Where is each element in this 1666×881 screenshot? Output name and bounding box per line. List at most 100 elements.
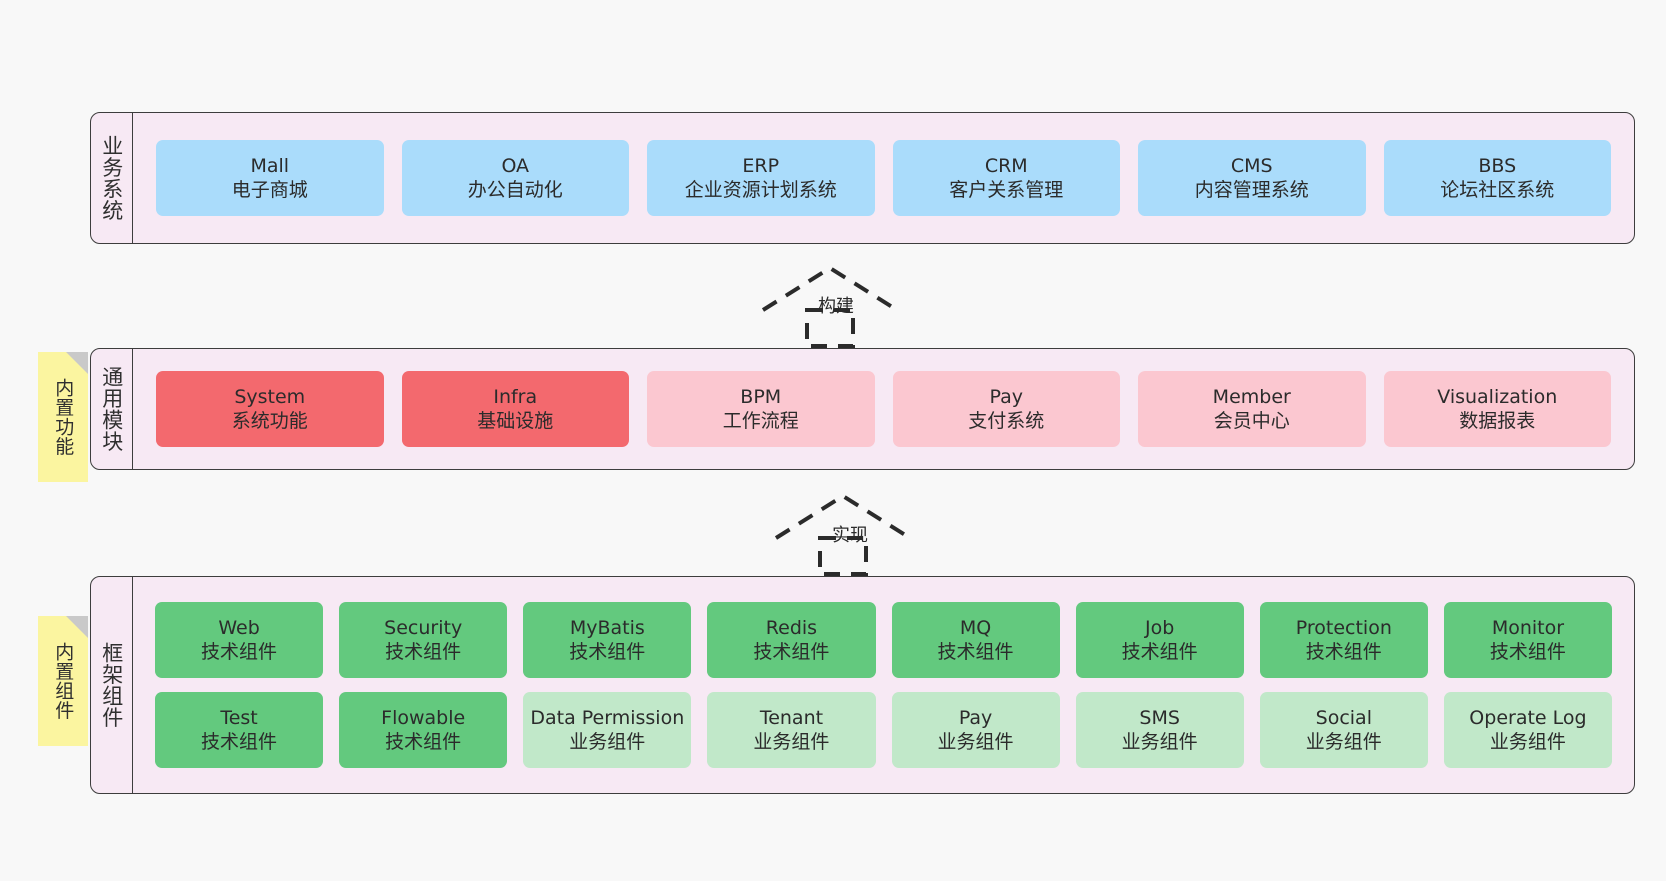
node-mybatis[interactable]: MyBatis 技术组件: [523, 602, 692, 678]
node-subtitle: 技术组件: [201, 641, 278, 663]
node-title: Visualization: [1437, 385, 1558, 408]
node-title: System: [234, 385, 306, 408]
framework-row-technical: Web 技术组件 Security 技术组件 MyBatis 技术组件 Redi…: [147, 602, 1620, 678]
node-infra[interactable]: Infra 基础设施: [401, 371, 629, 447]
layer-common-modules: 通用模块 System 系统功能 Infra 基础设施 BPM 工作流程 Pay…: [90, 348, 1635, 470]
node-title: Redis: [765, 616, 818, 639]
framework-row-business: Test 技术组件 Flowable 技术组件 Data Permission …: [147, 692, 1620, 768]
node-title: ERP: [742, 154, 780, 177]
node-flowable[interactable]: Flowable 技术组件: [339, 692, 508, 768]
node-monitor[interactable]: Monitor 技术组件: [1443, 602, 1612, 678]
node-protection[interactable]: Protection 技术组件: [1259, 602, 1428, 678]
layer-body-business-systems: Mall 电子商城 OA 办公自动化 ERP 企业资源计划系统 CRM 客户关系…: [133, 113, 1634, 243]
node-title: Data Permission: [530, 706, 685, 729]
node-subtitle: 数据报表: [1459, 410, 1536, 432]
node-subtitle: 业务组件: [1489, 731, 1566, 753]
node-mq[interactable]: MQ 技术组件: [891, 602, 1060, 678]
node-title: Test: [220, 706, 258, 729]
node-subtitle: 技术组件: [753, 641, 830, 663]
layer-framework-components: 框架组件 Web 技术组件 Security 技术组件 MyBatis 技术组件…: [90, 576, 1635, 794]
node-subtitle: 支付系统: [968, 410, 1045, 432]
node-redis[interactable]: Redis 技术组件: [707, 602, 876, 678]
node-title: Pay: [989, 385, 1024, 408]
layer-label-common-modules: 通用模块: [91, 349, 133, 469]
node-title: BBS: [1478, 154, 1517, 177]
node-pay-module[interactable]: Pay 支付系统: [892, 371, 1120, 447]
node-title: Protection: [1295, 616, 1392, 639]
node-title: MQ: [959, 616, 992, 639]
node-title: Job: [1145, 616, 1175, 639]
node-erp[interactable]: ERP 企业资源计划系统: [647, 140, 875, 216]
node-title: Pay: [958, 706, 993, 729]
node-title: OA: [501, 154, 530, 177]
node-subtitle: 业务组件: [1121, 731, 1198, 753]
connector-implement-arrow: [768, 490, 918, 576]
node-subtitle: 技术组件: [1305, 641, 1382, 663]
node-cms[interactable]: CMS 内容管理系统: [1138, 140, 1366, 216]
node-subtitle: 技术组件: [385, 641, 462, 663]
node-oa[interactable]: OA 办公自动化: [401, 140, 629, 216]
layer-label-business-systems: 业务系统: [91, 113, 133, 243]
node-mall[interactable]: Mall 电子商城: [156, 140, 384, 216]
node-subtitle: 基础设施: [477, 410, 554, 432]
node-system[interactable]: System 系统功能: [156, 371, 384, 447]
node-security[interactable]: Security 技术组件: [339, 602, 508, 678]
node-subtitle: 办公自动化: [467, 179, 563, 201]
implement-arrow-svg: [774, 493, 912, 576]
node-operate-log[interactable]: Operate Log 业务组件: [1443, 692, 1612, 768]
node-crm[interactable]: CRM 客户关系管理: [892, 140, 1120, 216]
sticky-note-text: 内置功能: [52, 378, 75, 456]
node-title: BPM: [740, 385, 782, 408]
layer-business-systems: 业务系统 Mall 电子商城 OA 办公自动化 ERP 企业资源计划系统 CRM…: [90, 112, 1635, 244]
node-title: Mall: [250, 154, 290, 177]
node-subtitle: 会员中心: [1213, 410, 1290, 432]
node-member[interactable]: Member 会员中心: [1138, 371, 1366, 447]
node-title: SMS: [1139, 706, 1180, 729]
node-subtitle: 技术组件: [937, 641, 1014, 663]
node-title: Security: [384, 616, 463, 639]
layer-body-framework-components: Web 技术组件 Security 技术组件 MyBatis 技术组件 Redi…: [133, 577, 1634, 793]
node-subtitle: 电子商城: [231, 179, 308, 201]
sticky-fold-corner: [66, 352, 88, 374]
node-subtitle: 工作流程: [722, 410, 799, 432]
node-subtitle: 论坛社区系统: [1440, 179, 1555, 201]
connector-build-arrow: [755, 262, 905, 348]
node-bbs[interactable]: BBS 论坛社区系统: [1383, 140, 1611, 216]
node-sms[interactable]: SMS 业务组件: [1075, 692, 1244, 768]
node-pay-component[interactable]: Pay 业务组件: [891, 692, 1060, 768]
node-tenant[interactable]: Tenant 业务组件: [707, 692, 876, 768]
node-social[interactable]: Social 业务组件: [1259, 692, 1428, 768]
sticky-note-text: 内置组件: [52, 642, 75, 720]
node-title: Tenant: [759, 706, 824, 729]
node-subtitle: 业务组件: [1305, 731, 1382, 753]
sticky-fold-corner: [66, 616, 88, 638]
connector-implement-label: 实现: [832, 525, 868, 546]
layer-label-framework-components: 框架组件: [91, 577, 133, 793]
node-web[interactable]: Web 技术组件: [155, 602, 324, 678]
node-title: Infra: [493, 385, 538, 408]
node-title: Flowable: [381, 706, 466, 729]
node-title: CMS: [1230, 154, 1273, 177]
node-subtitle: 业务组件: [937, 731, 1014, 753]
node-subtitle: 技术组件: [1489, 641, 1566, 663]
node-subtitle: 技术组件: [385, 731, 462, 753]
node-subtitle: 企业资源计划系统: [684, 179, 837, 201]
node-subtitle: 客户关系管理: [949, 179, 1064, 201]
sticky-note-builtin-components: 内置组件: [38, 616, 88, 746]
node-bpm[interactable]: BPM 工作流程: [647, 371, 875, 447]
build-arrow-svg: [761, 265, 899, 348]
node-subtitle: 内容管理系统: [1194, 179, 1309, 201]
node-title: CRM: [984, 154, 1028, 177]
node-job[interactable]: Job 技术组件: [1075, 602, 1244, 678]
node-title: Operate Log: [1469, 706, 1587, 729]
node-subtitle: 技术组件: [1121, 641, 1198, 663]
node-title: Social: [1315, 706, 1372, 729]
node-visualization[interactable]: Visualization 数据报表: [1383, 371, 1611, 447]
node-subtitle: 业务组件: [753, 731, 830, 753]
node-test[interactable]: Test 技术组件: [155, 692, 324, 768]
node-subtitle: 技术组件: [201, 731, 278, 753]
node-data-permission[interactable]: Data Permission 业务组件: [523, 692, 692, 768]
connector-build-label: 构建: [818, 296, 854, 317]
node-subtitle: 系统功能: [231, 410, 308, 432]
